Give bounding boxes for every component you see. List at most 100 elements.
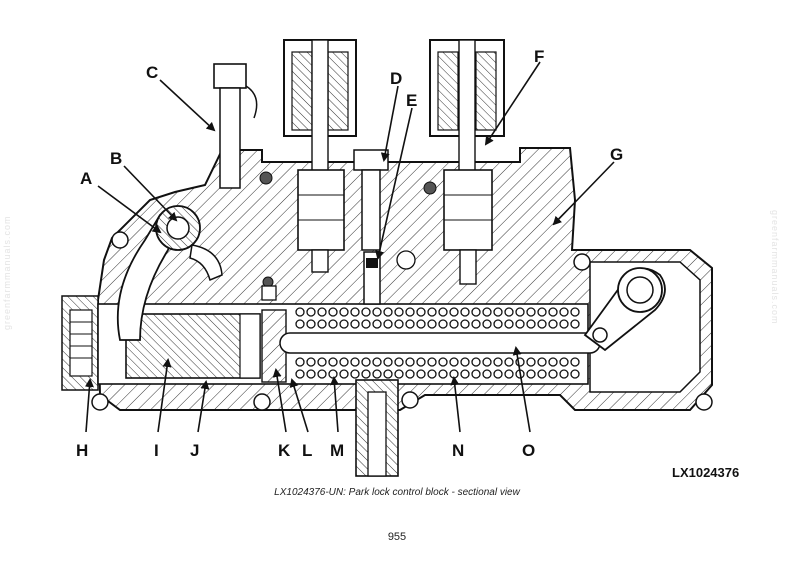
watermark-right: greenfarmmanuals.com bbox=[770, 210, 780, 325]
push-rod bbox=[279, 332, 601, 354]
spring-coil bbox=[295, 307, 305, 317]
spring-coil bbox=[460, 319, 470, 329]
spring-coil bbox=[295, 319, 305, 329]
spring-coil bbox=[361, 369, 371, 379]
spring-coil bbox=[548, 307, 558, 317]
spring-coil bbox=[416, 307, 426, 317]
label-k: K bbox=[278, 441, 291, 460]
spring-coil bbox=[438, 319, 448, 329]
spring-coil bbox=[526, 369, 536, 379]
spring-coil bbox=[416, 369, 426, 379]
end-plug bbox=[61, 295, 99, 391]
spring-coil bbox=[504, 357, 514, 367]
spring-coil bbox=[460, 307, 470, 317]
spring-coil bbox=[394, 369, 404, 379]
spring-coil bbox=[306, 319, 316, 329]
spring-coil bbox=[317, 369, 327, 379]
spring-coil bbox=[548, 319, 558, 329]
spring-coil bbox=[383, 319, 393, 329]
spring-coil bbox=[328, 307, 338, 317]
spring-coil bbox=[515, 307, 525, 317]
spring-coil bbox=[449, 357, 459, 367]
spring-coil bbox=[317, 357, 327, 367]
spring-coil bbox=[471, 369, 481, 379]
spring-coil bbox=[526, 357, 536, 367]
park-lock-control-block-diagram: A B C D E F G H I J K L M N O bbox=[61, 39, 713, 477]
watermark-left: greenfarmmanuals.com bbox=[2, 215, 12, 330]
spring-coil bbox=[427, 307, 437, 317]
spring-coil bbox=[350, 307, 360, 317]
label-m: M bbox=[330, 441, 344, 460]
spring-coil bbox=[493, 319, 503, 329]
figure-caption: LX1024376-UN: Park lock control block - … bbox=[274, 487, 520, 498]
spring-coil bbox=[570, 319, 580, 329]
spring-coil bbox=[570, 357, 580, 367]
spring-coil bbox=[559, 319, 569, 329]
reference-code: LX1024376 bbox=[672, 465, 740, 480]
spring-coil bbox=[493, 307, 503, 317]
spring-coil bbox=[394, 319, 404, 329]
spring-coil bbox=[306, 369, 316, 379]
spring-coil bbox=[504, 319, 514, 329]
spring-coil bbox=[339, 369, 349, 379]
spring-coil bbox=[383, 369, 393, 379]
label-g: G bbox=[610, 145, 623, 164]
spring-coil bbox=[350, 357, 360, 367]
label-l: L bbox=[302, 441, 312, 460]
spring-coil bbox=[548, 369, 558, 379]
spring-coil bbox=[537, 319, 547, 329]
spring-coil bbox=[449, 307, 459, 317]
spring-coil bbox=[306, 307, 316, 317]
spring-coil bbox=[328, 319, 338, 329]
breather-fitting bbox=[213, 63, 258, 189]
label-b: B bbox=[110, 149, 122, 168]
spring-coil bbox=[416, 319, 426, 329]
label-o: O bbox=[522, 441, 535, 460]
spring-coil bbox=[361, 357, 371, 367]
spring-coil bbox=[295, 369, 305, 379]
solenoid-valve-left bbox=[283, 39, 357, 273]
spring-coil bbox=[559, 307, 569, 317]
label-h: H bbox=[76, 441, 88, 460]
plunger-sensor bbox=[353, 149, 389, 305]
spring-coil bbox=[361, 319, 371, 329]
spring-coil bbox=[449, 319, 459, 329]
spring-coil bbox=[427, 369, 437, 379]
label-a: A bbox=[80, 169, 92, 188]
spring-coil bbox=[471, 307, 481, 317]
label-c: C bbox=[146, 63, 158, 82]
spring-coil bbox=[295, 357, 305, 367]
spring-coil bbox=[339, 307, 349, 317]
spring-coil bbox=[427, 319, 437, 329]
spring-coil bbox=[339, 319, 349, 329]
spring-coil bbox=[394, 307, 404, 317]
spring-coil bbox=[438, 307, 448, 317]
spring-coil bbox=[537, 357, 547, 367]
spring-coil bbox=[482, 357, 492, 367]
spring-coil bbox=[471, 319, 481, 329]
spring-coil bbox=[328, 369, 338, 379]
spring-coil bbox=[405, 307, 415, 317]
compression-spring bbox=[295, 307, 580, 379]
spring-coil bbox=[504, 369, 514, 379]
callout-labels: A B C D E F G H I J K L M N O bbox=[76, 47, 623, 460]
spring-coil bbox=[482, 369, 492, 379]
solenoid-valve-right bbox=[429, 39, 505, 285]
spring-coil bbox=[570, 369, 580, 379]
spring-coil bbox=[438, 357, 448, 367]
spring-coil bbox=[460, 357, 470, 367]
spring-coil bbox=[427, 357, 437, 367]
spring-coil bbox=[515, 319, 525, 329]
spring-coil bbox=[548, 357, 558, 367]
label-d: D bbox=[390, 69, 402, 88]
spring-coil bbox=[361, 307, 371, 317]
spring-coil bbox=[438, 369, 448, 379]
spring-coil bbox=[405, 369, 415, 379]
piston bbox=[125, 309, 287, 383]
label-e: E bbox=[406, 91, 417, 110]
spring-coil bbox=[526, 307, 536, 317]
spring-coil bbox=[394, 357, 404, 367]
spring-coil bbox=[449, 369, 459, 379]
spring-coil bbox=[328, 357, 338, 367]
spring-coil bbox=[317, 307, 327, 317]
